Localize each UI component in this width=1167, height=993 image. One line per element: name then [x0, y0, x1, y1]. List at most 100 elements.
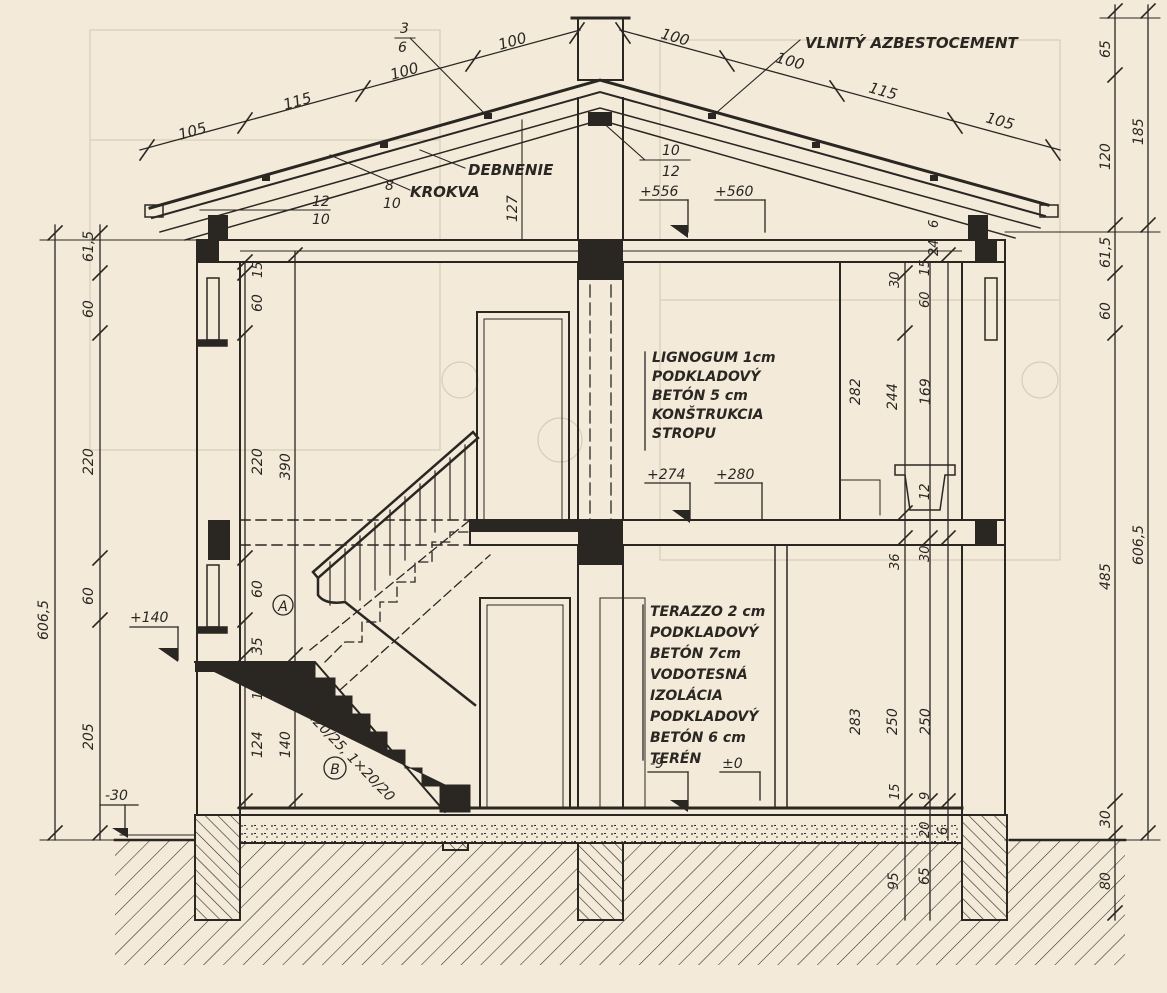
right-inner-282: 282	[848, 378, 864, 405]
level-roof-left: +556	[640, 184, 679, 200]
center-wall	[570, 16, 631, 809]
upper-note-line-3: BETÓN 5 cm	[652, 386, 748, 404]
right-inner-9: 9	[918, 792, 933, 800]
right-dim-total: 606,5	[1131, 525, 1147, 565]
upper-floor-note: LIGNOGUM 1cm PODKLADOVÝ BETÓN 5 cm KONŠT…	[652, 350, 776, 442]
right-inner-30-mid: 30	[918, 545, 933, 562]
level-values: +556 +560 +274 +280 +140 -9 ±0 -30	[105, 184, 755, 804]
ground-floor-note: TERAZZO 2 cm PODKLADOVÝ BETÓN 7cm VODOTE…	[650, 604, 765, 767]
left-inner-60-top: 60	[250, 294, 266, 312]
left-windows	[196, 277, 228, 634]
lower-note-line-1: TERAZZO 2 cm	[650, 604, 765, 620]
left-dim-61-5: 61,5	[81, 231, 97, 262]
right-dim-61-5: 61,5	[1098, 237, 1114, 268]
right-dim-120: 120	[1098, 143, 1114, 170]
left-dimension-lines	[39, 224, 304, 842]
left-dim-205: 205	[81, 723, 97, 750]
stair-marker-a-label: A	[277, 599, 288, 615]
left-inner-390: 390	[278, 453, 294, 480]
lower-note-line-5: IZOLÁCIA	[650, 687, 723, 704]
level-ground-0: ±0	[722, 756, 743, 772]
roof	[144, 78, 1059, 241]
purlin-width: 3	[400, 21, 409, 37]
right-inner-250-b: 250	[918, 708, 934, 735]
first-floor-slab	[208, 519, 1006, 565]
right-dim-485: 485	[1098, 563, 1114, 590]
lower-note-line-2: PODKLADOVÝ	[650, 624, 760, 641]
level-ground-m9: -9	[650, 756, 664, 772]
rafter-width: 8	[385, 178, 394, 194]
right-inner-6: 6	[927, 220, 942, 228]
level-roof-right: +560	[715, 184, 754, 200]
base-dim-65: 65	[917, 867, 933, 885]
lower-note-line-3: BETÓN 7cm	[650, 644, 741, 662]
level-terrain: -30	[105, 788, 128, 804]
left-inner-35: 35	[250, 637, 266, 655]
right-dim-80: 80	[1098, 872, 1114, 890]
lower-note-line-8: TERÉN	[650, 750, 701, 767]
right-inner-15-top: 15	[918, 259, 933, 276]
upper-note-line-1: LIGNOGUM 1cm	[652, 350, 776, 366]
level-marker-arrows	[112, 225, 690, 838]
stair-marker-a	[272, 594, 294, 616]
rafter-label: KROKVA	[410, 183, 480, 201]
right-dim-30: 30	[1098, 810, 1114, 828]
upper-note-line-4: KONŠTRUKCIA	[652, 405, 764, 423]
attic-slab	[196, 239, 1006, 280]
right-inner-250-a: 250	[885, 708, 901, 735]
ridge-width: 10	[662, 143, 680, 159]
base-dim-20: 20	[918, 821, 933, 838]
right-dim-65: 65	[1098, 40, 1114, 58]
roof-dimension-lines	[138, 21, 1062, 241]
left-dim-220: 220	[81, 448, 97, 475]
left-dimension-values: 61,5 60 220 60 205 606,5 15 60 220 60 35…	[36, 231, 294, 758]
roof-material-label: VLNITÝ AZBESTOCEMENT	[805, 33, 1020, 52]
lower-note-line-6: PODKLADOVÝ	[650, 708, 760, 725]
base-dim-6: 6	[936, 827, 951, 835]
note-leaders	[642, 351, 646, 761]
right-dimension-lines	[896, 2, 1161, 922]
left-dim-60-top: 60	[81, 300, 97, 318]
stair-marker-b-label: B	[330, 762, 340, 778]
right-inner-30-top: 30	[888, 271, 903, 288]
left-dim-60-low: 60	[81, 587, 97, 605]
left-inner-60-low: 60	[250, 580, 266, 598]
level-floor-right: +280	[716, 467, 755, 483]
right-inner-283: 283	[848, 708, 864, 735]
level-landing: +140	[130, 610, 169, 626]
bathroom-fixtures	[839, 464, 956, 516]
right-inner-24: 24	[927, 239, 942, 256]
level-floor-left: +274	[647, 467, 685, 483]
left-dim-total: 606,5	[36, 600, 52, 640]
right-inner-60: 60	[918, 291, 933, 308]
right-inner-12: 12	[918, 483, 933, 500]
right-inner-36: 36	[888, 553, 903, 570]
upper-note-line-5: STROPU	[652, 426, 717, 442]
sheathing-label: DEBNENIE	[468, 161, 554, 179]
right-inner-15: 15	[888, 783, 903, 800]
left-inner-220: 220	[250, 448, 266, 475]
doors	[476, 261, 963, 809]
upper-note-line-2: PODKLADOVÝ	[652, 368, 762, 385]
right-dim-60: 60	[1098, 302, 1114, 320]
roof-height-127: 127	[505, 195, 521, 222]
right-inner-244: 244	[885, 383, 901, 410]
right-inner-169: 169	[918, 378, 934, 405]
rafter-height: 10	[383, 196, 401, 212]
chimney-flue	[589, 284, 612, 521]
left-inner-16: 16	[251, 683, 266, 700]
roof-dimension-values: 105 115 100 100 100 100 115 105 VLNITÝ A…	[176, 21, 1019, 228]
eave-width: 12	[312, 194, 330, 210]
base-dim-95: 95	[886, 872, 902, 890]
lower-note-line-4: VODOTESNÁ	[650, 666, 748, 683]
level-marker-lines	[99, 199, 766, 836]
lower-note-line-7: BETÓN 6 cm	[650, 728, 746, 746]
stair-marker-b	[323, 756, 347, 780]
left-inner-140: 140	[278, 731, 294, 758]
right-dimension-values: 65 120 61,5 60 485 30 80 185 606,5 6 30 …	[848, 40, 1147, 890]
ridge-height: 12	[662, 164, 680, 180]
purlin-height: 6	[398, 40, 407, 56]
right-window	[984, 277, 998, 341]
right-dim-185: 185	[1131, 118, 1147, 145]
